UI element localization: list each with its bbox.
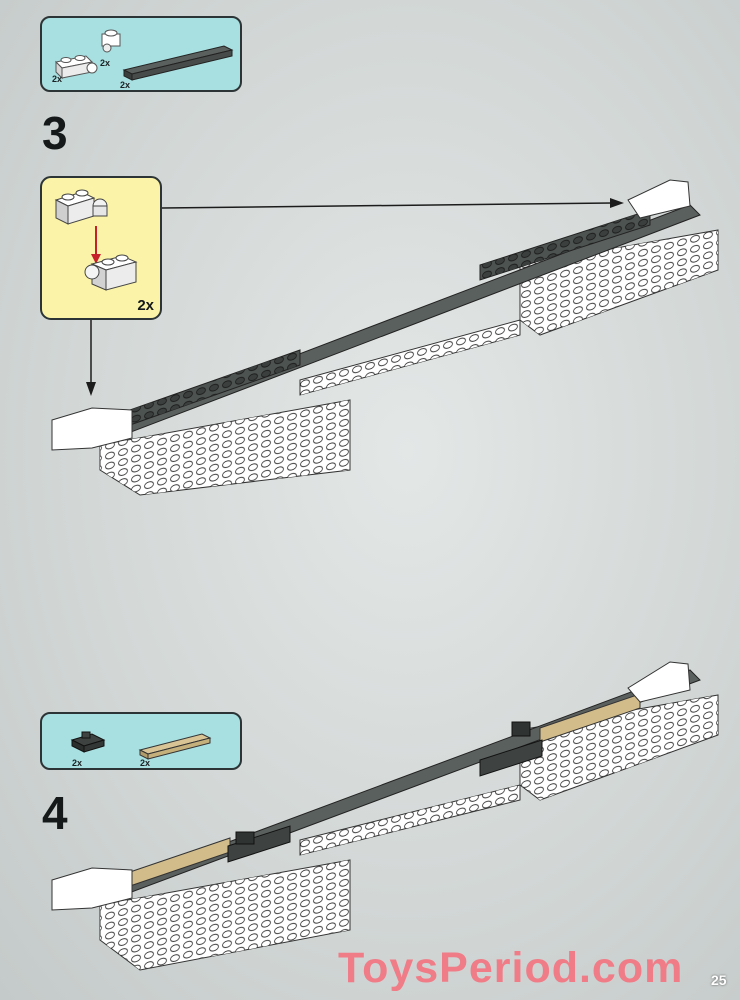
- white-bar-holder-icon: [101, 29, 121, 53]
- step4-parts-illustration: [70, 731, 212, 760]
- dark-gray-clip-plate-icon: [70, 731, 106, 753]
- step3-parts-box: 2x 2x 2x: [40, 16, 242, 92]
- part-qty: 2x: [72, 758, 83, 768]
- dark-gray-plate-icon: [122, 45, 234, 81]
- sub-assembly-illustration: [54, 189, 138, 291]
- step3-parts-illustration: [54, 29, 234, 81]
- part-qty: 2x: [52, 74, 63, 84]
- step4-parts-box: 2x 2x: [40, 712, 242, 770]
- step4-model: [51, 661, 719, 971]
- step3-model: [51, 179, 719, 496]
- white-clip-brick-icon: [54, 55, 98, 80]
- part-qty: 2x: [100, 58, 111, 68]
- step-number-3: 3: [42, 107, 68, 159]
- part-qty: 2x: [140, 758, 151, 768]
- sub-assembly-callout: 2x: [40, 176, 162, 320]
- step-number-4: 4: [42, 787, 68, 839]
- part-qty: 2x: [120, 80, 131, 90]
- callout-qty: 2x: [137, 297, 154, 314]
- watermark: ToysPeriod.com: [338, 944, 684, 992]
- page-number: 25: [711, 972, 727, 988]
- tan-plate-icon: [138, 733, 212, 760]
